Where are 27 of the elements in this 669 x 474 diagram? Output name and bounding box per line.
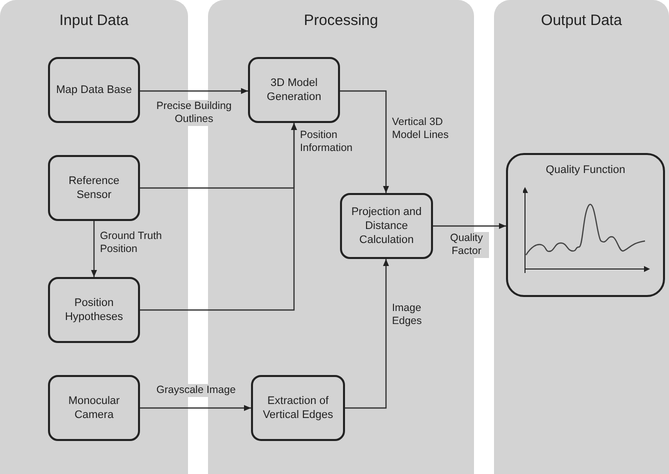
arrow — [433, 223, 506, 229]
arrow — [91, 221, 97, 277]
box-label: Position Hypotheses — [64, 296, 124, 324]
output-column — [494, 0, 669, 474]
column-heading: Output Data — [541, 12, 622, 29]
arrow — [345, 259, 389, 409]
arrow — [140, 88, 248, 94]
chart-title: Quality Function — [546, 163, 626, 177]
process-box — [248, 57, 340, 123]
process-box — [340, 193, 433, 259]
arrow — [140, 123, 297, 311]
process-box — [48, 277, 140, 343]
column-heading: Processing — [304, 12, 378, 29]
box-label: Projection and Distance Calculation — [350, 205, 423, 247]
box-label: Monocular Camera — [67, 394, 121, 422]
box-label: Extraction of Vertical Edges — [262, 394, 334, 422]
arrow — [340, 90, 389, 193]
box-label: Map Data Base — [56, 83, 132, 97]
box-label: Reference Sensor — [68, 174, 120, 202]
chart-box — [506, 153, 665, 297]
process-box — [48, 57, 140, 123]
process-box — [251, 375, 345, 441]
process-box — [48, 155, 140, 221]
box-label: 3D Model Generation — [266, 76, 322, 104]
column-heading: Input Data — [59, 12, 129, 29]
process-box — [48, 375, 140, 441]
arrow — [140, 405, 251, 411]
